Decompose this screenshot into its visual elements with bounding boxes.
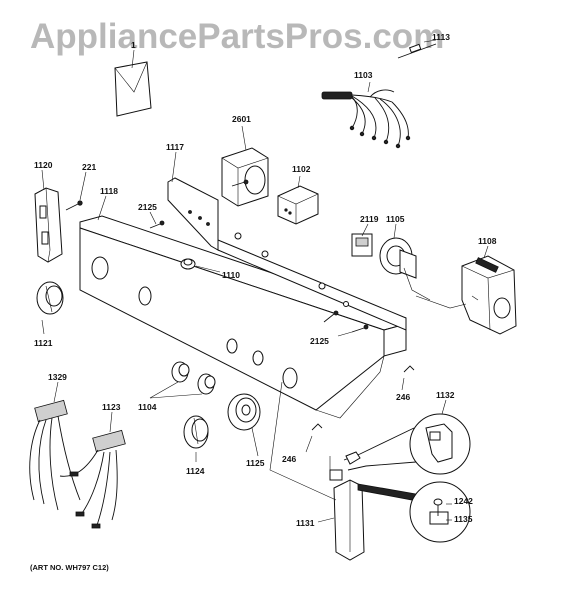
console-panel-1118: [79, 195, 407, 419]
callout-1: 1: [131, 40, 136, 50]
callout-2119: 2119: [360, 214, 379, 224]
art-number: (ART NO. WH797 C12): [30, 563, 109, 572]
fuse-part: [397, 39, 437, 59]
callout-246-upper: 246: [396, 392, 410, 402]
watermark: AppliancePartsPros.com: [30, 17, 444, 56]
callout-2125-upper: 2125: [138, 202, 157, 212]
screw-2125-lower: [323, 310, 369, 337]
callout-1131: 1131: [296, 518, 315, 528]
screw-2125-upper: [149, 211, 165, 229]
callout-1135: 1135: [454, 514, 473, 524]
callout-1242: 1242: [454, 496, 473, 506]
switch-1102: [277, 175, 319, 225]
callout-1329: 1329: [48, 372, 67, 382]
motor-unit-1108: [415, 245, 517, 335]
bracket-1131: [317, 469, 365, 561]
callout-1102: 1102: [292, 164, 311, 174]
wire-harness-1329: [29, 381, 81, 511]
wire-harness-1123: [59, 411, 126, 529]
callout-1105: 1105: [386, 214, 405, 224]
callout-1113: 1113: [432, 32, 450, 42]
callout-1123: 1123: [102, 402, 121, 412]
wire-harness-1103: [321, 81, 411, 149]
callout-246-lower: 246: [282, 454, 296, 464]
callout-1125: 1125: [246, 458, 265, 468]
manual-envelope: [114, 49, 152, 117]
latch-1120: [34, 169, 63, 263]
callout-1124: 1124: [186, 466, 205, 476]
screw-221: [65, 171, 87, 211]
callout-1103: 1103: [354, 70, 373, 80]
callout-1110: 1110: [222, 270, 240, 280]
callout-2601: 2601: [232, 114, 251, 124]
callout-1132: 1132: [436, 390, 455, 400]
switch-2119: [351, 223, 373, 257]
callout-1117: 1117: [166, 142, 184, 152]
callout-221: 221: [82, 162, 96, 172]
callout-1120: 1120: [34, 160, 53, 170]
dial-1125: [227, 393, 261, 457]
bushing-1110: [180, 258, 221, 273]
callout-1108: 1108: [478, 236, 497, 246]
callout-1104: 1104: [138, 402, 157, 412]
detail-1132: [343, 399, 471, 475]
knob-1124: [183, 415, 209, 462]
callout-2125-lower: 2125: [310, 336, 329, 346]
callout-1121: 1121: [34, 338, 53, 348]
timer-2601: [221, 125, 269, 207]
pressure-switch-1105: [379, 223, 431, 301]
knobs-1104: [149, 361, 216, 399]
clip-246-upper: [401, 365, 415, 391]
knob-1121: [36, 281, 64, 335]
bracket-1117: [167, 151, 219, 251]
callout-1118: 1118: [100, 186, 118, 196]
clip-246-lower: [305, 423, 323, 453]
detail-1242-1135: [357, 481, 471, 543]
